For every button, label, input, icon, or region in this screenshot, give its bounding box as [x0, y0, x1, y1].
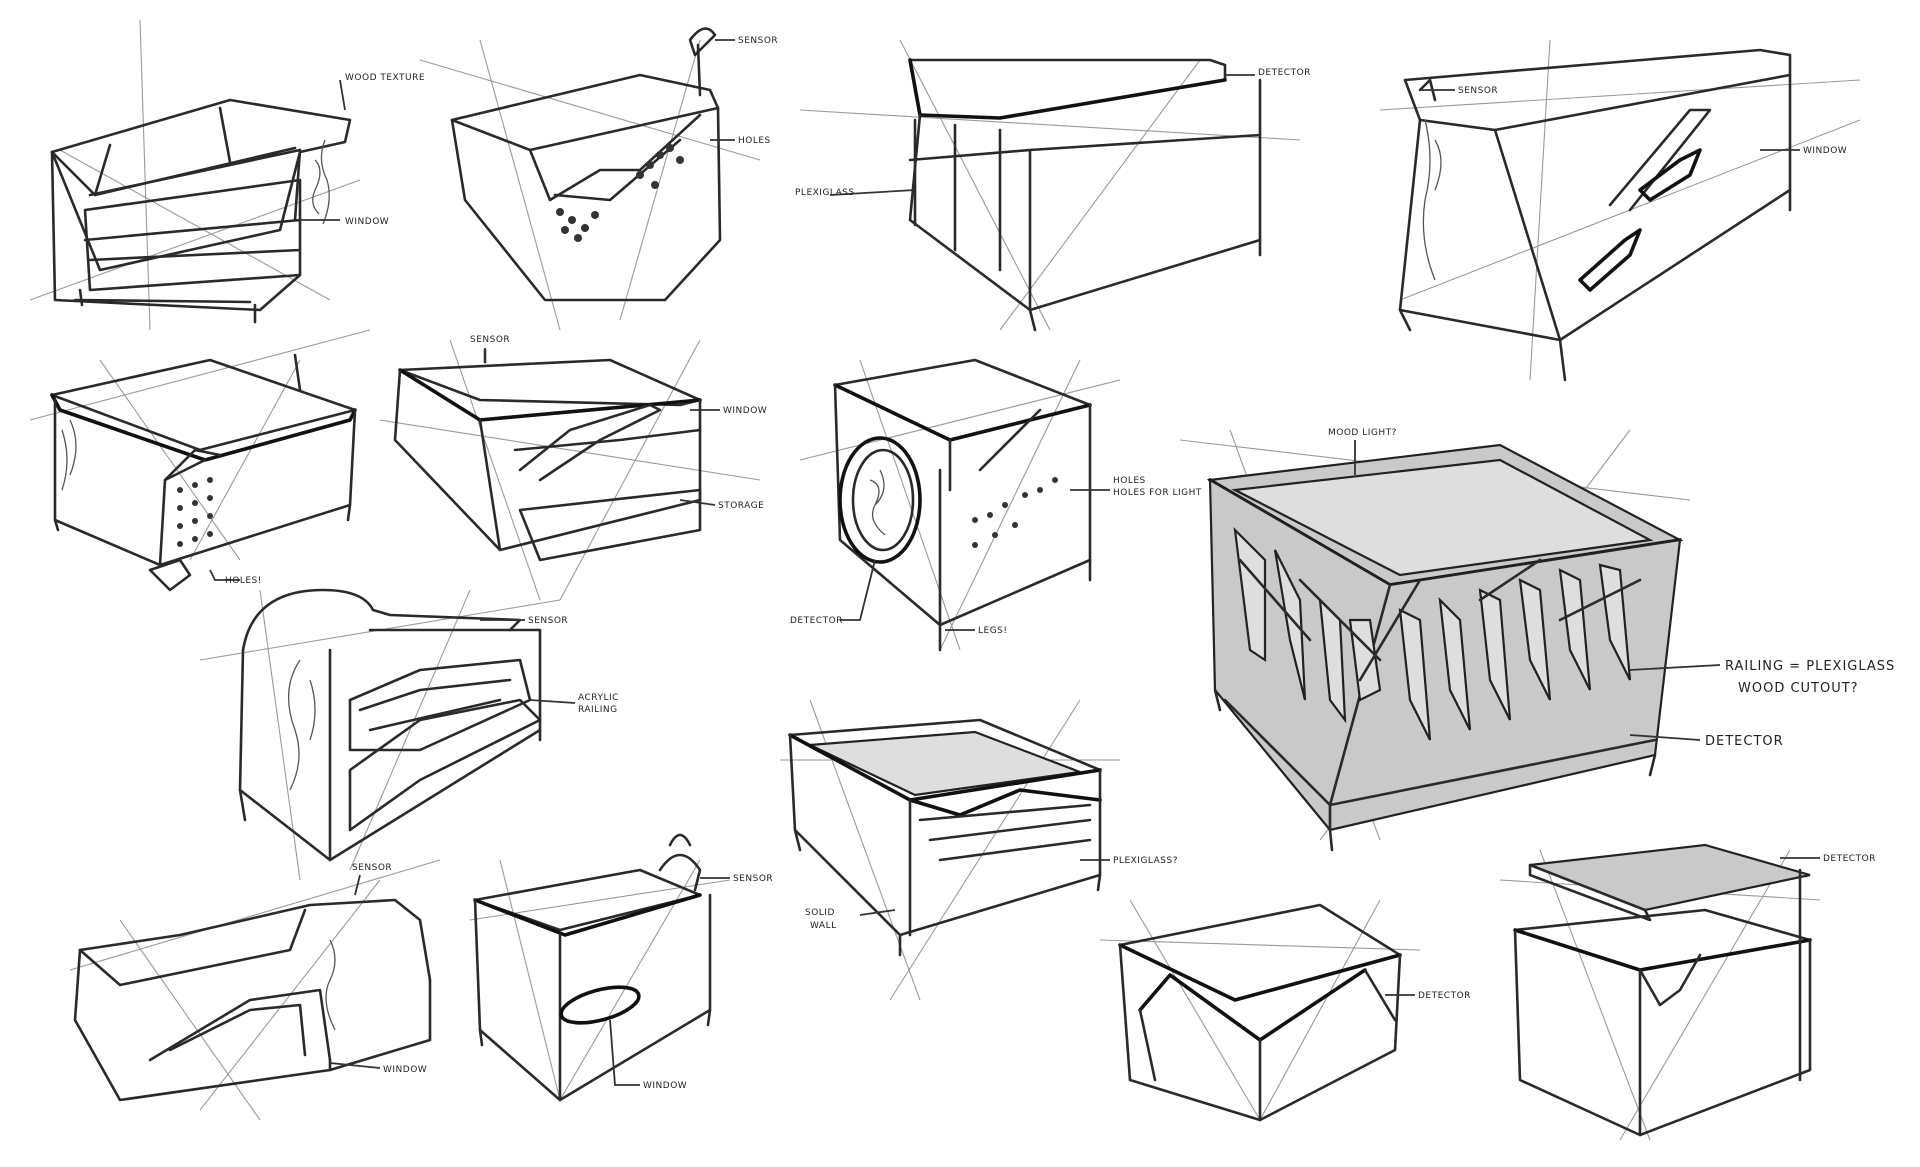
label-legs: LEGS! [978, 626, 1008, 636]
sketch-low-bed-window: SENSOR WINDOW [69, 859, 441, 1121]
label-window-10: WINDOW [383, 1065, 427, 1075]
sketch-sofa-bed-wood-texture: WOOD TEXTURE WINDOW [29, 19, 425, 331]
label-wood-cutout: WOOD CUTOUT? [1738, 681, 1859, 696]
label-acrylic: ACRYLIC [578, 693, 619, 703]
label-detector-8: DETECTOR [1705, 734, 1784, 749]
label-plexiglass-12: PLEXIGLASS? [1113, 856, 1178, 866]
sketch-plexiglass-bed-solid-wall: PLEXIGLASS? SOLID WALL [780, 699, 1178, 1001]
label-sensor-11: SENSOR [733, 874, 773, 884]
label-detector-13: DETECTOR [1418, 991, 1471, 1001]
sketch-hex-box-detector: DETECTOR [1099, 899, 1471, 1122]
label-railing-short: RAILING [578, 705, 618, 715]
label-detector-14: DETECTOR [1823, 854, 1876, 864]
label-holes-for-light-1: HOLES [1113, 476, 1146, 486]
label-storage: STORAGE [718, 501, 764, 511]
label-window-6: WINDOW [723, 406, 767, 416]
label-solid: SOLID [805, 908, 835, 918]
label-window-11: WINDOW [643, 1081, 687, 1091]
label-sensor-9: SENSOR [528, 616, 568, 626]
label-wall: WALL [810, 921, 837, 931]
sketch-cube-round-detector: HOLES HOLES FOR LIGHT DETECTOR LEGS! [790, 358, 1202, 652]
sketch-box-floating-lid: DETECTOR [1499, 843, 1876, 1141]
label-sensor-6: SENSOR [470, 335, 510, 345]
sketch-long-box-cutouts: SENSOR WINDOW [1379, 39, 1861, 382]
label-plexiglass-3: PLEXIGLASS [795, 188, 855, 198]
label-holes-for-light: HOLES FOR LIGHT [1113, 488, 1202, 498]
label-sensor-10: SENSOR [352, 863, 392, 873]
label-detector-7: DETECTOR [790, 616, 843, 626]
label-sensor-2: SENSOR [738, 36, 778, 46]
sketch-branch-railing-box: MOOD LIGHT? RAILING = PLEXIGLASS WOOD CU… [1179, 428, 1895, 852]
label-mood-light: MOOD LIGHT? [1328, 428, 1397, 438]
label-railing: RAILING = PLEXIGLASS [1725, 659, 1895, 674]
label-holes-5: HOLES! [225, 576, 262, 586]
label-detector-3: DETECTOR [1258, 68, 1311, 78]
sketch-plexiglass-box-detector: PLEXIGLASS DETECTOR [795, 39, 1311, 332]
sketch-box-with-holes: HOLES! [29, 329, 371, 592]
label-window-4: WINDOW [1803, 146, 1847, 156]
sketch-bed-with-storage: SENSOR WINDOW STORAGE [379, 335, 767, 601]
label-holes-2: HOLES [738, 136, 771, 146]
sketch-box-oval-window: SENSOR WINDOW [469, 833, 773, 1102]
label-window: WINDOW [345, 217, 389, 227]
label-sensor-4: SENSOR [1458, 86, 1498, 96]
label-wood-texture: WOOD TEXTURE [345, 73, 425, 83]
sketch-rounded-bed-acrylic: SENSOR ACRYLIC RAILING [199, 588, 619, 881]
sketch-angled-bed-holes: SENSOR HOLES [419, 27, 778, 331]
